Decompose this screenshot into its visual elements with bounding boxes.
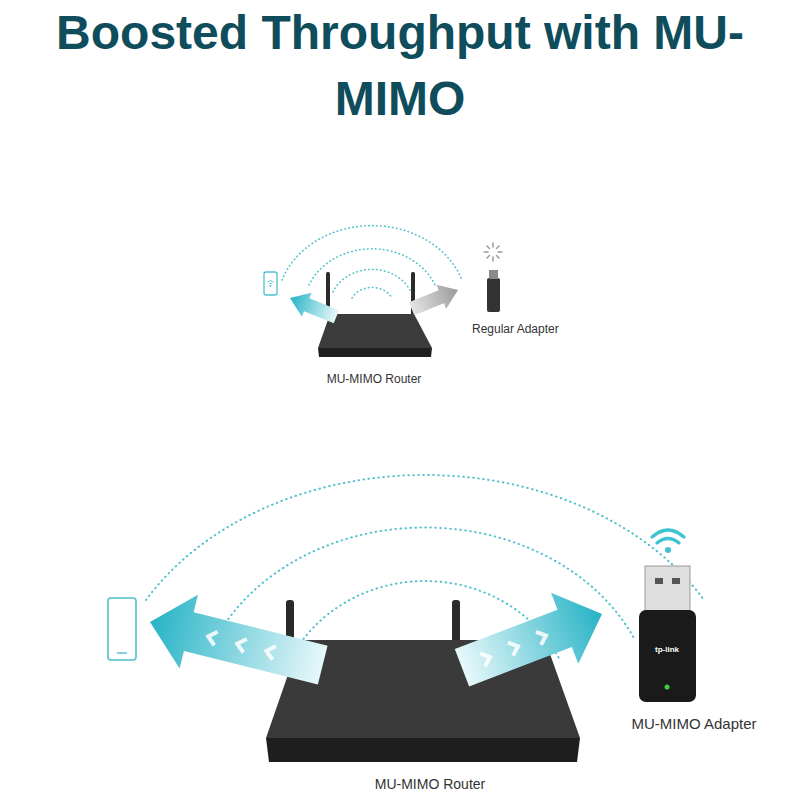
arrow-shape — [141, 585, 332, 702]
arrow-shape — [407, 278, 463, 321]
signal-arrow — [141, 585, 332, 702]
device-label: MU-MIMO Adapter — [631, 715, 756, 733]
signal-arrow — [285, 286, 341, 329]
wifi-arc — [652, 530, 684, 537]
spinner-tick — [484, 251, 488, 253]
adapter-plug — [489, 270, 498, 279]
arrow-shape — [285, 286, 341, 329]
adapter-body — [639, 610, 696, 702]
phone-button — [117, 652, 127, 653]
spinner-tick — [498, 251, 502, 253]
router-front — [318, 348, 432, 357]
adapter-icon — [487, 278, 500, 312]
spinner-tick — [497, 256, 500, 259]
arrow-shape — [448, 579, 615, 704]
arrow-chevrons — [207, 630, 276, 660]
wifi-arc — [657, 539, 679, 544]
wifi-mini-dot — [270, 285, 272, 287]
brand-logo: tp-link — [655, 645, 679, 655]
loading-spinner — [484, 243, 502, 261]
signal-arc — [282, 226, 462, 280]
status-led — [665, 685, 670, 690]
signal-arrow — [448, 579, 615, 704]
arrow-chevrons — [480, 629, 549, 666]
usb-hole — [655, 578, 663, 584]
wifi-icon — [652, 530, 684, 543]
device-label: Regular Adapter — [472, 322, 559, 336]
usb-hole — [672, 578, 680, 584]
device-label: MU-MIMO Router — [327, 372, 422, 386]
signal-arc — [333, 269, 411, 292]
signal-arc — [352, 287, 392, 298]
spinner-tick — [487, 246, 490, 249]
spinner-tick — [492, 243, 494, 247]
signal-arcs — [282, 226, 462, 298]
phone-icon — [264, 272, 277, 295]
spinner-tick — [497, 246, 500, 249]
spinner-tick — [487, 256, 490, 259]
wifi-dot — [665, 547, 671, 553]
signal-arrow — [407, 278, 463, 321]
router-antenna — [452, 600, 460, 646]
router-front — [266, 738, 580, 762]
spinner-tick — [492, 257, 494, 261]
wifi-mini — [268, 281, 274, 285]
usb-connector — [645, 566, 690, 614]
phone-icon — [108, 598, 136, 660]
title: Boosted Throughput with MU-MIMO — [50, 0, 750, 132]
device-label: MU-MIMO Router — [375, 776, 485, 793]
